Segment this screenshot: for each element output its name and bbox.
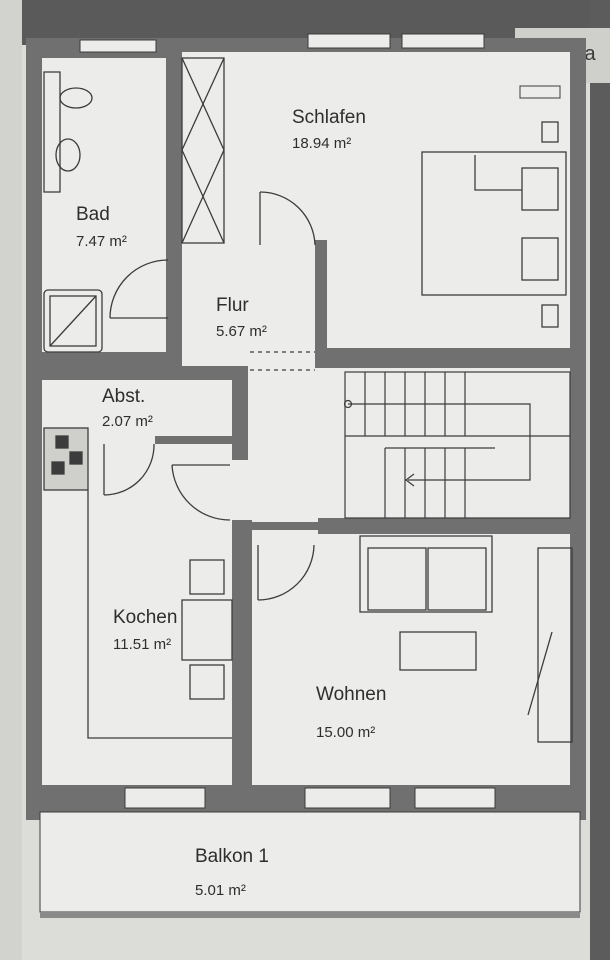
- wohnen-area: 15.00 m²: [316, 724, 375, 741]
- kochen-area: 11.51 m²: [113, 636, 171, 653]
- abst-floor: [42, 378, 222, 436]
- wall-bad-schlafen: [166, 48, 182, 352]
- bad-name: Bad: [76, 204, 110, 225]
- doors: [103, 191, 316, 601]
- windows: [79, 33, 561, 809]
- balkon-floor: [39, 811, 581, 913]
- kochen-name: Kochen: [113, 607, 177, 628]
- abst-area: 2.07 m²: [102, 413, 153, 430]
- schlafen-name: Schlafen: [292, 107, 366, 128]
- abst-name: Abst.: [102, 386, 145, 407]
- left-shadow: [0, 0, 22, 960]
- balkon-area: 5.01 m²: [195, 882, 246, 899]
- wohnen-name: Wohnen: [316, 684, 386, 705]
- kochen-floor: [42, 445, 232, 785]
- wall-abst-bottom: [155, 436, 248, 444]
- bad-floor: [42, 58, 168, 352]
- top-shadow: [0, 0, 610, 45]
- wall-stair-bottom: [318, 518, 570, 534]
- schlafen-area: 18.94 m²: [292, 135, 351, 152]
- wall-abst-top: [42, 366, 246, 380]
- flur-area: 5.67 m²: [216, 323, 267, 340]
- kitchen-fixtures: [43, 427, 233, 739]
- wall-kitchen-living: [232, 520, 252, 785]
- wardrobe: [181, 57, 225, 244]
- bed: [421, 121, 567, 328]
- wohnen-floor: [252, 530, 570, 785]
- balkon-rail: [40, 912, 580, 918]
- balkon-name: Balkon 1: [195, 846, 269, 867]
- flur-name: Flur: [216, 295, 249, 316]
- bathroom-fixtures: [43, 71, 103, 353]
- right-shadow: [590, 0, 610, 960]
- bad-area: 7.47 m²: [76, 233, 127, 250]
- wall-bad-bottom: [42, 352, 182, 366]
- staircase: [343, 371, 571, 519]
- wall-schlafen-bottom: [315, 348, 570, 368]
- flur-floor: [182, 250, 318, 355]
- wall-flur-right: [315, 240, 327, 352]
- living-furniture: [359, 535, 573, 743]
- wall-abst-right: [232, 366, 248, 460]
